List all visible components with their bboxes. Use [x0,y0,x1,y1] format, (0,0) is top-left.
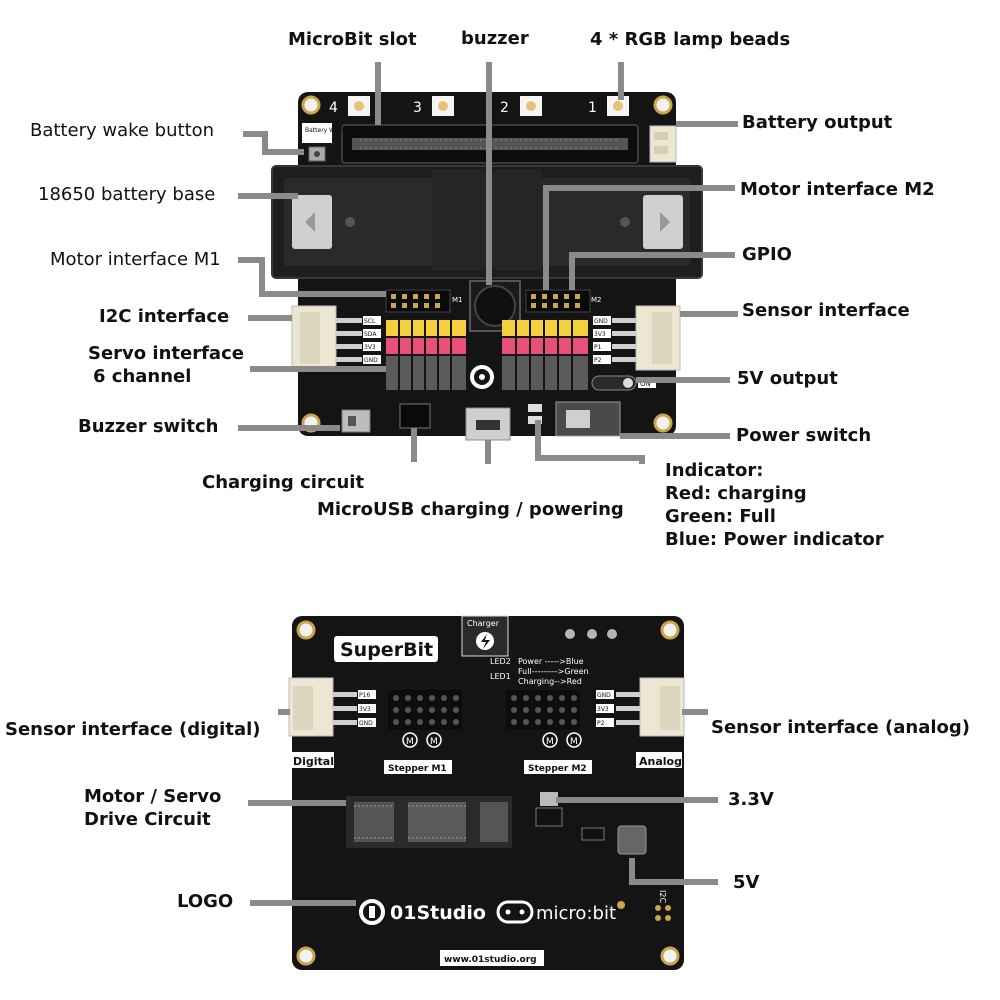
microbit-text: micro:bit [536,903,616,924]
led1-silk: LED1 [490,672,511,681]
sensor-pin-3v3: 3V3 [594,331,606,338]
sensor-pin-p2: P2 [594,357,602,364]
battery-wake-silk: Battery Wake Up [305,127,356,134]
motor-symbol: M [570,737,578,747]
indicator-led [528,404,542,412]
label-charging-circuit: Charging circuit [202,474,364,492]
5v-inductor [618,826,646,854]
led2-silk: LED2 [490,657,511,666]
label-battery-wake: Battery wake button [30,122,214,140]
label-indicator-red: Red: charging [665,485,807,503]
label-gpio: GPIO [742,246,792,264]
led-number-4: 4 [329,100,338,116]
analog-silk: Analog [639,755,682,768]
i2c-pin-gnd: GND [364,357,378,364]
label-5v-output: 5V output [737,370,838,388]
bottom-board: SuperBit Charger LED2 Power ----->Blue L… [289,616,684,970]
stepper-m2-silk: Stepper M2 [528,764,587,774]
charging-ic [400,404,430,428]
sensor-pin-gnd: GND [594,318,608,325]
label-buzzer-switch: Buzzer switch [78,418,218,436]
battery-output-connector [650,126,676,162]
digital-pin-p16: P16 [359,692,370,699]
label-motor-m1: Motor interface M1 [50,251,221,269]
label-sensor: Sensor interface [742,302,910,320]
analog-pin-p2: P2 [597,720,605,727]
3v3-regulator [540,792,558,806]
label-microusb: MicroUSB charging / powering [317,501,624,519]
label-5v: 5V [733,874,759,892]
label-i2c: I2C interface [99,308,229,326]
stepper-m1-silk: Stepper M1 [388,764,447,774]
motor-symbol: M [546,737,554,747]
led1-charging: Charging-->Red [518,677,582,686]
superbit-text: SuperBit [340,639,433,661]
label-sensor-digital: Sensor interface (digital) [5,721,261,739]
i2c-pin-scl: SCL [364,318,376,325]
i2c-pin-3v3: 3V3 [364,344,376,351]
led-number-3: 3 [413,100,422,116]
analog-pin-gnd: GND [597,692,611,699]
motor-servo-drive-chips [346,796,512,848]
label-indicator-green: Green: Full [665,508,776,526]
led-number-1: 1 [588,100,597,116]
m2-silk: M2 [591,296,602,304]
label-logo: LOGO [177,893,233,911]
label-power-switch: Power switch [736,427,871,445]
label-3v3: 3.3V [728,791,774,809]
i2c-side-silk: I2C [658,890,667,903]
sensor-pin-p1: P1 [594,344,602,351]
label-motor-m2: Motor interface M2 [740,181,935,199]
label-microbit-slot: MicroBit slot [288,31,417,49]
motor-m1-header [386,290,450,312]
label-rgb-beads: 4 * RGB lamp beads [590,31,790,49]
motor-symbol: M [430,737,438,747]
label-sensor-analog: Sensor interface (analog) [711,719,970,737]
label-battery-base: 18650 battery base [38,186,215,204]
label-servo-line1: Servo interface [88,345,244,363]
analog-pin-3v3: 3V3 [597,706,609,713]
label-motor-servo-line2: Drive Circuit [84,811,211,829]
label-indicator-title: Indicator: [665,462,763,480]
label-buzzer: buzzer [461,30,529,48]
label-indicator-blue: Blue: Power indicator [665,531,884,549]
pin-hole-grid-left [388,690,462,730]
label-battery-output: Battery output [742,114,892,132]
led2-text: Power ----->Blue [518,657,584,666]
label-motor-servo-line1: Motor / Servo [84,788,221,806]
label-servo-line2: 6 channel [93,368,191,386]
motor-m2-header [526,290,590,312]
url-silk: www.01studio.org [444,955,537,965]
m1-silk: M1 [452,296,463,304]
digital-pin-3v3: 3V3 [359,706,371,713]
led1-full: Full--------->Green [518,667,589,676]
digital-pin-gnd: GND [359,720,373,727]
digital-silk: Digital [293,755,334,768]
motor-symbol: M [406,737,414,747]
01studio-text: 01Studio [390,902,486,924]
i2c-pin-sda: SDA [364,331,377,338]
charger-silk: Charger [467,619,500,628]
pin-hole-grid-right [506,690,580,730]
led-number-2: 2 [500,100,509,116]
